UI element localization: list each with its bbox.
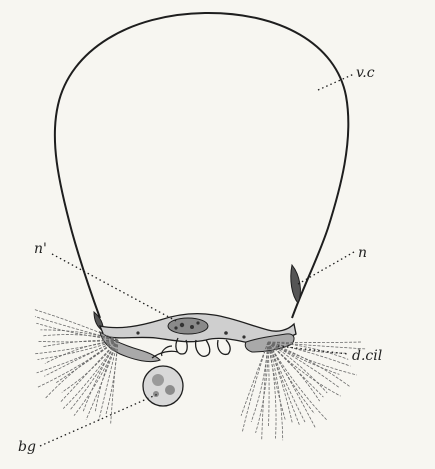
leader-bg xyxy=(40,394,158,446)
cilium xyxy=(256,342,268,433)
leader-nprime xyxy=(52,254,178,322)
cilium xyxy=(74,340,118,416)
cilium xyxy=(268,342,327,420)
label-n: n xyxy=(358,246,367,260)
cilium xyxy=(268,342,320,401)
leader-n xyxy=(298,252,354,284)
cilium xyxy=(37,340,118,373)
label-dcil: d.cil xyxy=(352,349,382,363)
label-nprime: n' xyxy=(34,242,47,256)
label-bg: bg xyxy=(18,440,36,454)
cilium xyxy=(241,342,268,416)
label-vc: v.c xyxy=(356,66,375,80)
leader-vc xyxy=(318,74,354,90)
cilium xyxy=(268,342,362,343)
granule xyxy=(190,325,194,329)
hanging-loop xyxy=(196,340,210,356)
granule xyxy=(196,321,199,324)
granule xyxy=(242,335,245,338)
cilium xyxy=(71,340,118,409)
cilium xyxy=(268,342,305,422)
cilia-right xyxy=(241,342,365,440)
cilium xyxy=(268,342,269,426)
cilium xyxy=(45,340,118,399)
vacuole-outline xyxy=(55,13,349,318)
granule xyxy=(224,331,228,335)
hanging-loop xyxy=(218,340,231,354)
granule xyxy=(136,331,139,334)
granule xyxy=(174,326,177,329)
granule xyxy=(180,323,184,327)
nucleus-nprime xyxy=(168,318,208,334)
